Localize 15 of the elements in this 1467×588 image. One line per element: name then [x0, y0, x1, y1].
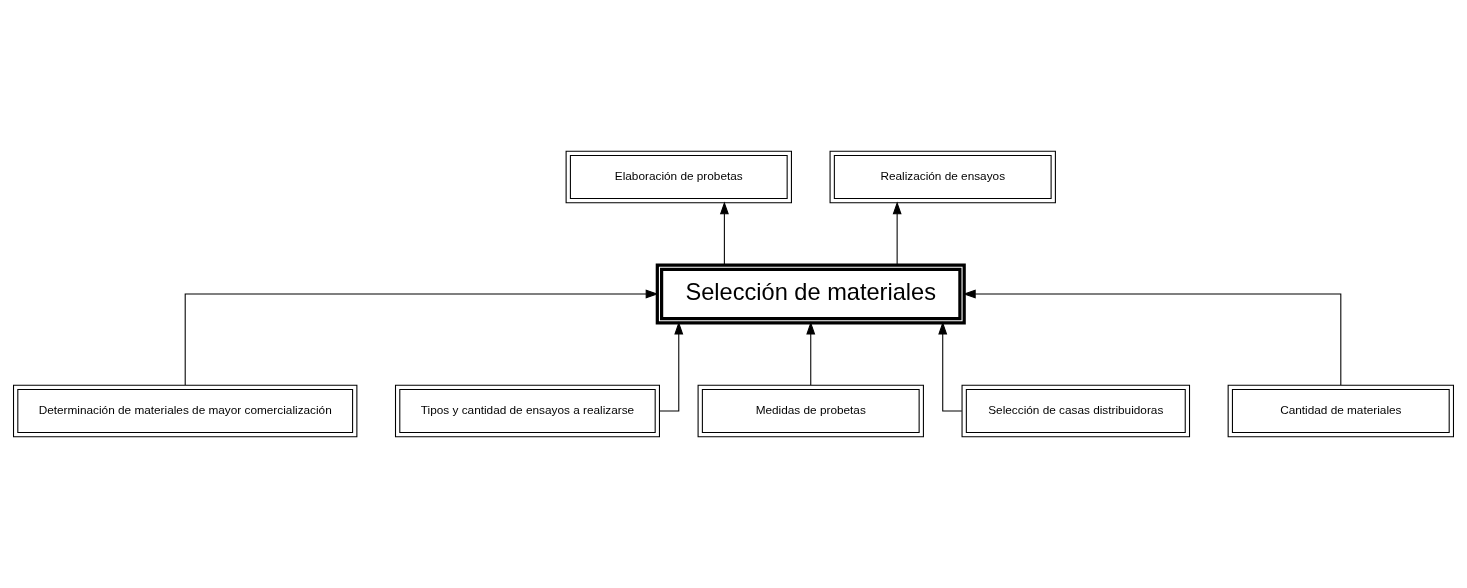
node-box: Elaboración de probetas [565, 150, 792, 204]
node-box: Medidas de probetas [697, 384, 924, 438]
arrow [719, 201, 729, 266]
node-box: Determinación de materiales de mayor comercialización [13, 384, 358, 438]
node-box: Realización de ensayos [829, 150, 1056, 204]
node-box: Tipos y cantidad de ensayos a realizarse [394, 384, 660, 438]
arrow [806, 321, 816, 386]
node-box: Cantidad de materiales [1227, 384, 1454, 438]
node-box: Selección de casas distribuidoras [961, 384, 1191, 438]
arrow [938, 321, 963, 412]
node-box: Selección de materiales [655, 263, 966, 325]
arrow [659, 321, 684, 412]
arrow [962, 289, 1342, 386]
arrow [892, 201, 902, 266]
arrow [184, 289, 659, 386]
